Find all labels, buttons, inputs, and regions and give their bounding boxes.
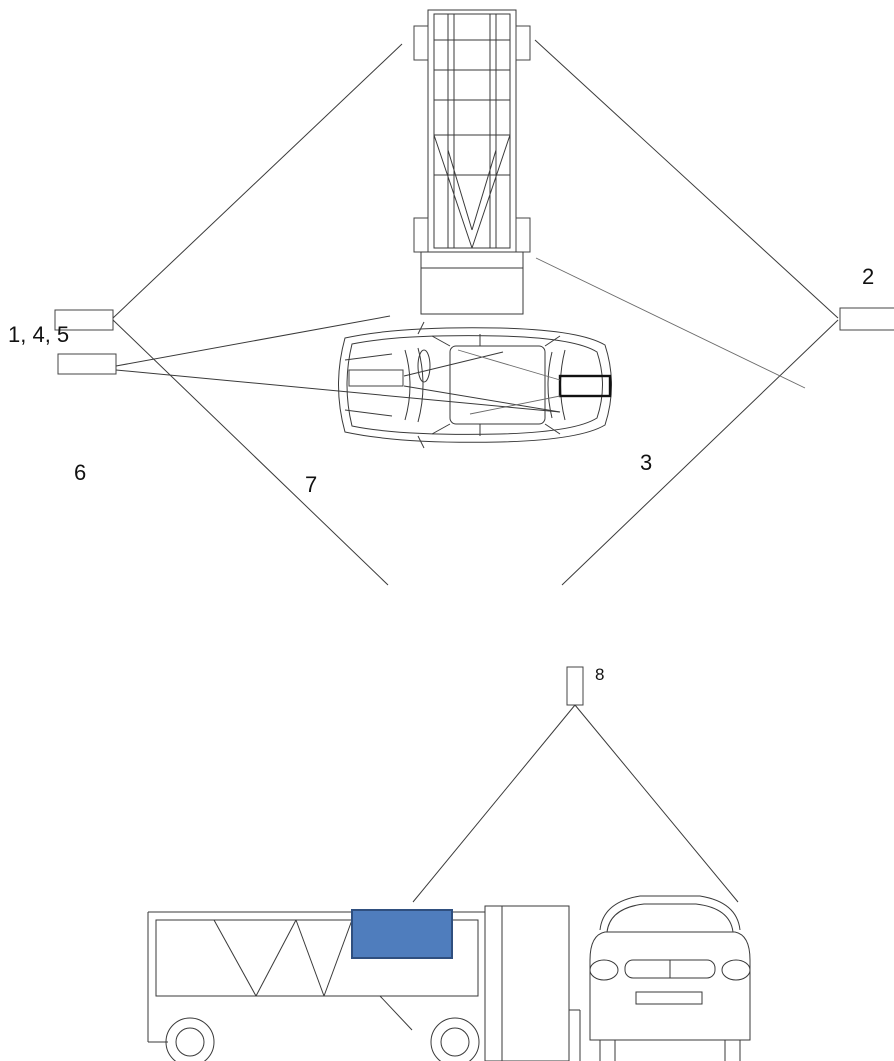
truck-side-cab (484, 905, 570, 1061)
sensor-overhead (566, 666, 584, 706)
car-headlight (721, 959, 751, 981)
label-sensor-group-left: 1, 4, 5 (8, 322, 69, 347)
truck-side-wheel (165, 1017, 215, 1061)
car-front-sensor-box (348, 369, 404, 387)
sensor-right (839, 307, 894, 331)
label-zone-left: 6 (74, 460, 86, 485)
truck-cab (420, 251, 524, 315)
label-sensor-overhead: 8 (595, 665, 604, 684)
car-front-view (589, 895, 751, 1061)
truck-wheel (413, 25, 429, 61)
car-rear-sensor-box (558, 374, 612, 398)
truck-wheel (413, 217, 429, 253)
car-top-view (338, 321, 612, 449)
highlighted-panel (351, 909, 453, 959)
label-sensor-right: 2 (862, 264, 874, 289)
car-headlight (589, 959, 619, 981)
label-zone-right: 3 (640, 450, 652, 475)
truck-side-view (147, 905, 581, 1061)
truck-wheel (515, 217, 531, 253)
sensor-left-lower (57, 353, 117, 375)
truck-top-view (413, 9, 531, 315)
car-license-plate (635, 991, 703, 1005)
truck-side-wheel (430, 1017, 480, 1061)
field-of-view-lines (112, 39, 839, 586)
truck-wheel (515, 25, 531, 61)
label-zone-center: 7 (305, 472, 317, 497)
